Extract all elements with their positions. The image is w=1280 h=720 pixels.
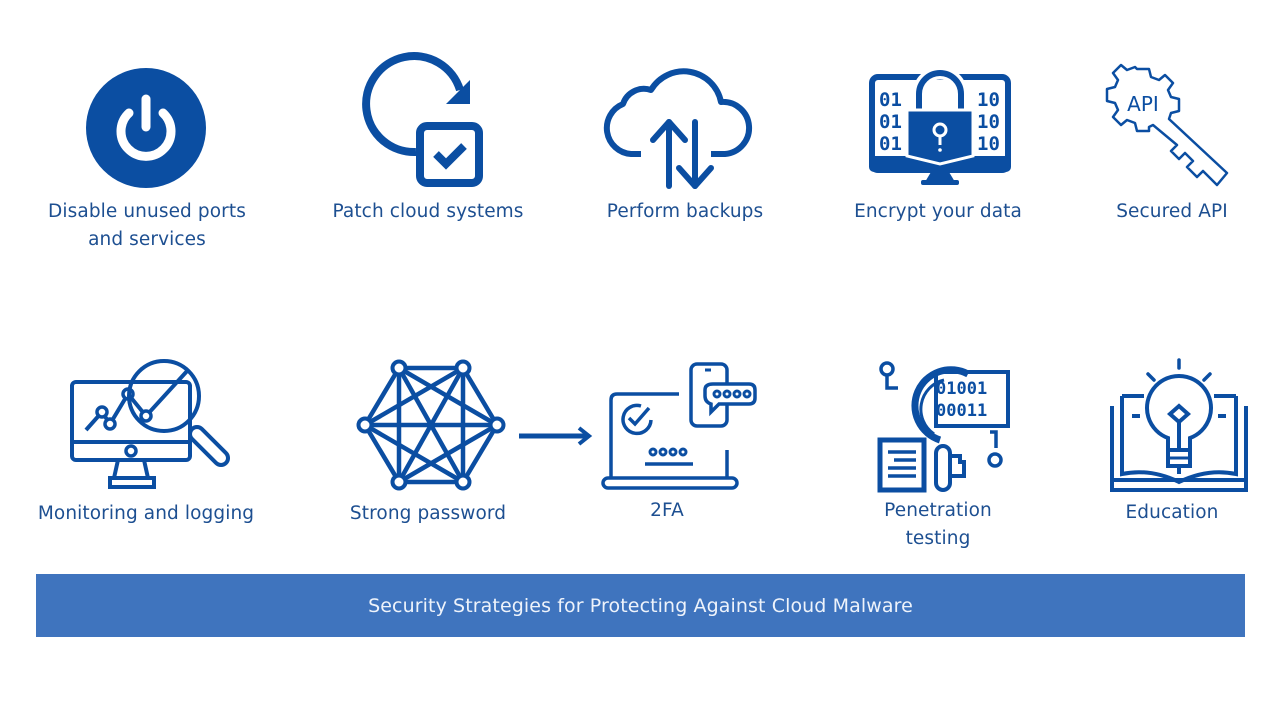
label-strong-password: Strong password [349, 503, 507, 524]
network-edge [461, 423, 499, 484]
patch-refresh-check-icon [360, 52, 486, 188]
monitor-padlock-binary-icon: 01 01 01 10 10 10 [869, 64, 1011, 186]
api-icon-text: API [1127, 92, 1159, 116]
laptop-phone-2fa-icon [601, 362, 759, 492]
label-monitoring: Monitoring and logging [37, 503, 255, 524]
binary-left-1: 01 [879, 89, 902, 111]
binary-line-1: 01001 [936, 379, 987, 399]
binary-left-2: 01 [879, 111, 902, 133]
network-node [356, 416, 374, 434]
network-node [488, 416, 506, 434]
label-encrypt: Encrypt your data [854, 201, 1022, 222]
network-edge [363, 423, 465, 484]
network-edge [363, 366, 465, 427]
network-edge [363, 366, 401, 427]
binary-right-1: 10 [977, 89, 1000, 111]
network-edge [461, 366, 499, 427]
power-icon [85, 67, 207, 189]
network-edge [363, 423, 401, 484]
banner-title: Security Strategies for Protecting Again… [368, 594, 913, 617]
binary-left-3: 01 [879, 133, 902, 155]
network-node [390, 359, 408, 377]
label-secured-api: Secured API [1116, 201, 1228, 222]
label-patch-systems: Patch cloud systems [332, 201, 524, 222]
binary-line-2: 00011 [936, 401, 987, 421]
label-penetration-testing: Penetration testing [884, 500, 992, 549]
api-gear-key-icon: API [1105, 63, 1231, 189]
network-node [390, 473, 408, 491]
book-lightbulb-icon [1110, 358, 1248, 494]
magnifier-binary-document-icon: 01001 00011 [877, 360, 1014, 494]
flow-arrow-icon [519, 426, 593, 450]
network-node [454, 473, 472, 491]
monitor-chart-magnifier-icon [70, 359, 236, 490]
network-edge [397, 423, 499, 484]
binary-right-3: 10 [977, 133, 1000, 155]
label-backups: Perform backups [606, 201, 764, 222]
label-disable-ports: Disable unused ports and services [48, 201, 246, 250]
network-hexagon-icon [356, 359, 507, 491]
binary-right-2: 10 [977, 111, 1000, 133]
network-node [454, 359, 472, 377]
cloud-upload-download-icon [601, 64, 753, 189]
label-2fa: 2FA [650, 500, 684, 521]
label-education: Education [1125, 502, 1219, 523]
title-banner: Security Strategies for Protecting Again… [36, 574, 1245, 637]
